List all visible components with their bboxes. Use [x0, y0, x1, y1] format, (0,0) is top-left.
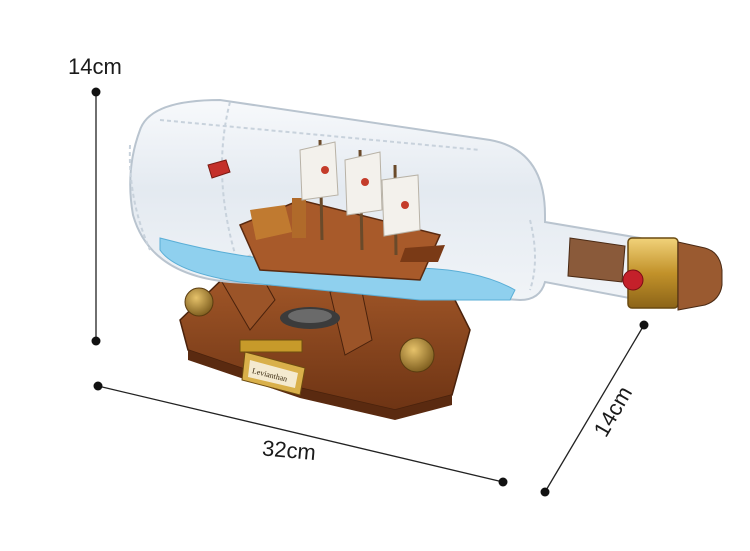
ship-in-bottle-model: Levianthan: [128, 98, 723, 420]
globe-ornament-left: [184, 287, 214, 317]
name-plaque: Levianthan: [239, 339, 306, 396]
red-flag: [207, 159, 231, 179]
length-label: 32cm: [261, 435, 317, 465]
length-dimension: 32cm: [93, 381, 508, 487]
glass-stud-texture: [128, 101, 536, 291]
wax-seal: [622, 269, 644, 291]
ship-sails: [299, 141, 421, 237]
depth-label: 14cm: [589, 382, 638, 441]
globe-ornament-right: [399, 337, 435, 373]
height-label: 14cm: [68, 54, 122, 79]
height-dimension: 14cm: [68, 54, 122, 346]
ship-hull: [239, 198, 445, 281]
bottle-cork: [567, 237, 723, 311]
depth-dimension: 14cm: [540, 320, 649, 497]
